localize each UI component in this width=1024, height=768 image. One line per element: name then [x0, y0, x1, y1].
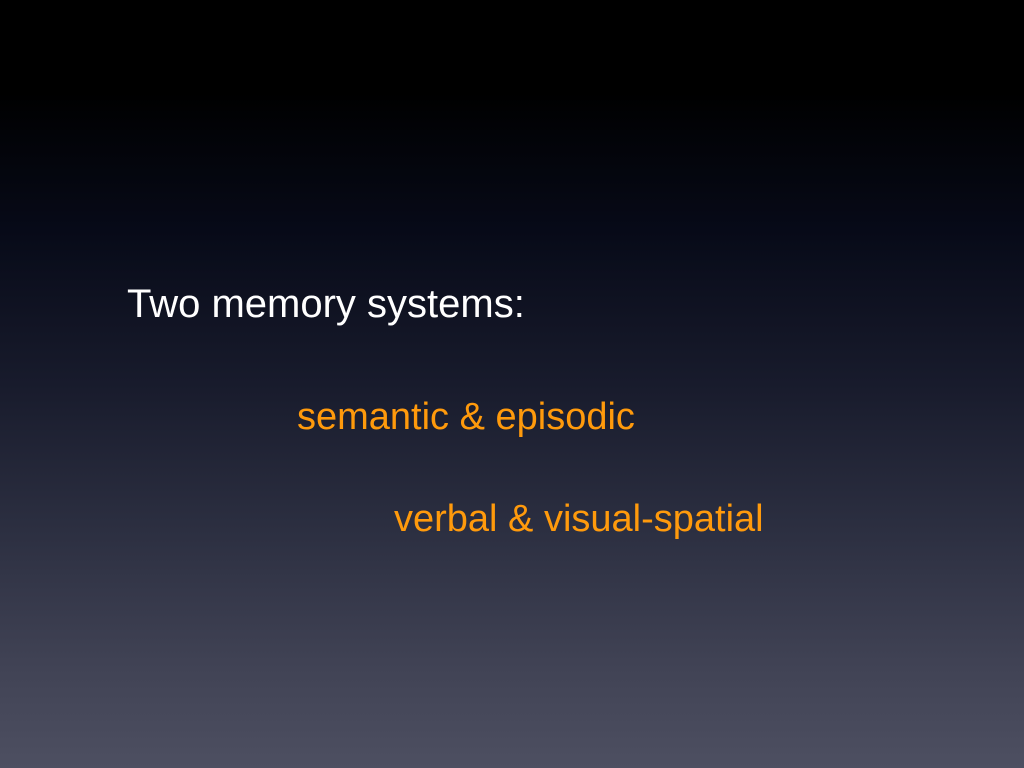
slide-heading: Two memory systems:	[127, 282, 525, 326]
slide-item-verbal-visual-spatial: verbal & visual-spatial	[394, 498, 764, 540]
slide-item-semantic-episodic: semantic & episodic	[297, 396, 635, 438]
